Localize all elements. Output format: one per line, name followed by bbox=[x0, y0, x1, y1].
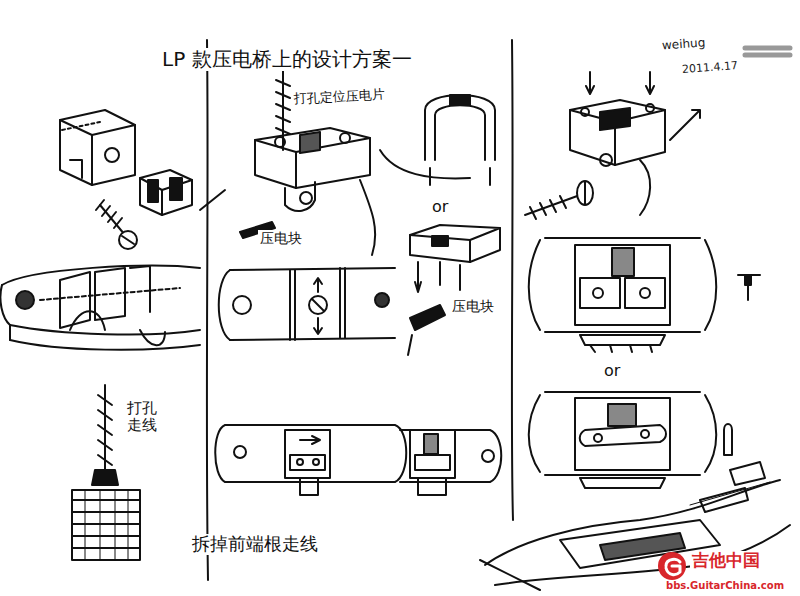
tailpiece-bar bbox=[0, 266, 200, 350]
watermark: 吉他中国 bbox=[690, 551, 762, 571]
bridge-bottom-view bbox=[215, 425, 406, 495]
pick-symbol bbox=[724, 424, 732, 455]
t-symbol bbox=[738, 275, 760, 300]
drill-screw bbox=[274, 70, 292, 150]
or-label: or bbox=[430, 198, 450, 216]
note-label: 打孔定位压电片 bbox=[292, 88, 388, 108]
date: 2011.4.17 bbox=[680, 60, 741, 77]
watermark-logo bbox=[658, 552, 686, 580]
column-divider bbox=[512, 40, 513, 520]
piezo-block bbox=[140, 170, 225, 215]
piezo-pad-small-right bbox=[408, 305, 445, 355]
title: LP 款压电桥上的设计方案一 bbox=[160, 48, 414, 71]
column-divider bbox=[207, 40, 208, 580]
signature-scribble bbox=[745, 48, 790, 55]
piezo-pad bbox=[410, 225, 500, 292]
saddle-block bbox=[60, 110, 135, 185]
bridge-bottom-view bbox=[400, 430, 501, 495]
module-top-view bbox=[529, 238, 717, 352]
signature: weihug bbox=[660, 36, 708, 53]
bridge-top-view bbox=[219, 268, 395, 340]
note-label: 打孔走线 bbox=[125, 400, 163, 435]
part-label: 压电块 bbox=[450, 298, 496, 314]
saddle-block-right bbox=[570, 72, 700, 215]
screw bbox=[96, 200, 137, 249]
module-top-view bbox=[529, 392, 717, 488]
u-clip bbox=[380, 95, 495, 185]
screw-right bbox=[525, 181, 593, 219]
note-label: 拆掉前端根走线 bbox=[190, 534, 320, 555]
part-label: 压电块 bbox=[258, 230, 304, 246]
or-label: or bbox=[602, 362, 622, 380]
guitar-body-sketch bbox=[480, 462, 790, 590]
bridge-saddle-block bbox=[255, 128, 375, 255]
watermark: bbs.GuitarChina.com bbox=[664, 580, 786, 592]
